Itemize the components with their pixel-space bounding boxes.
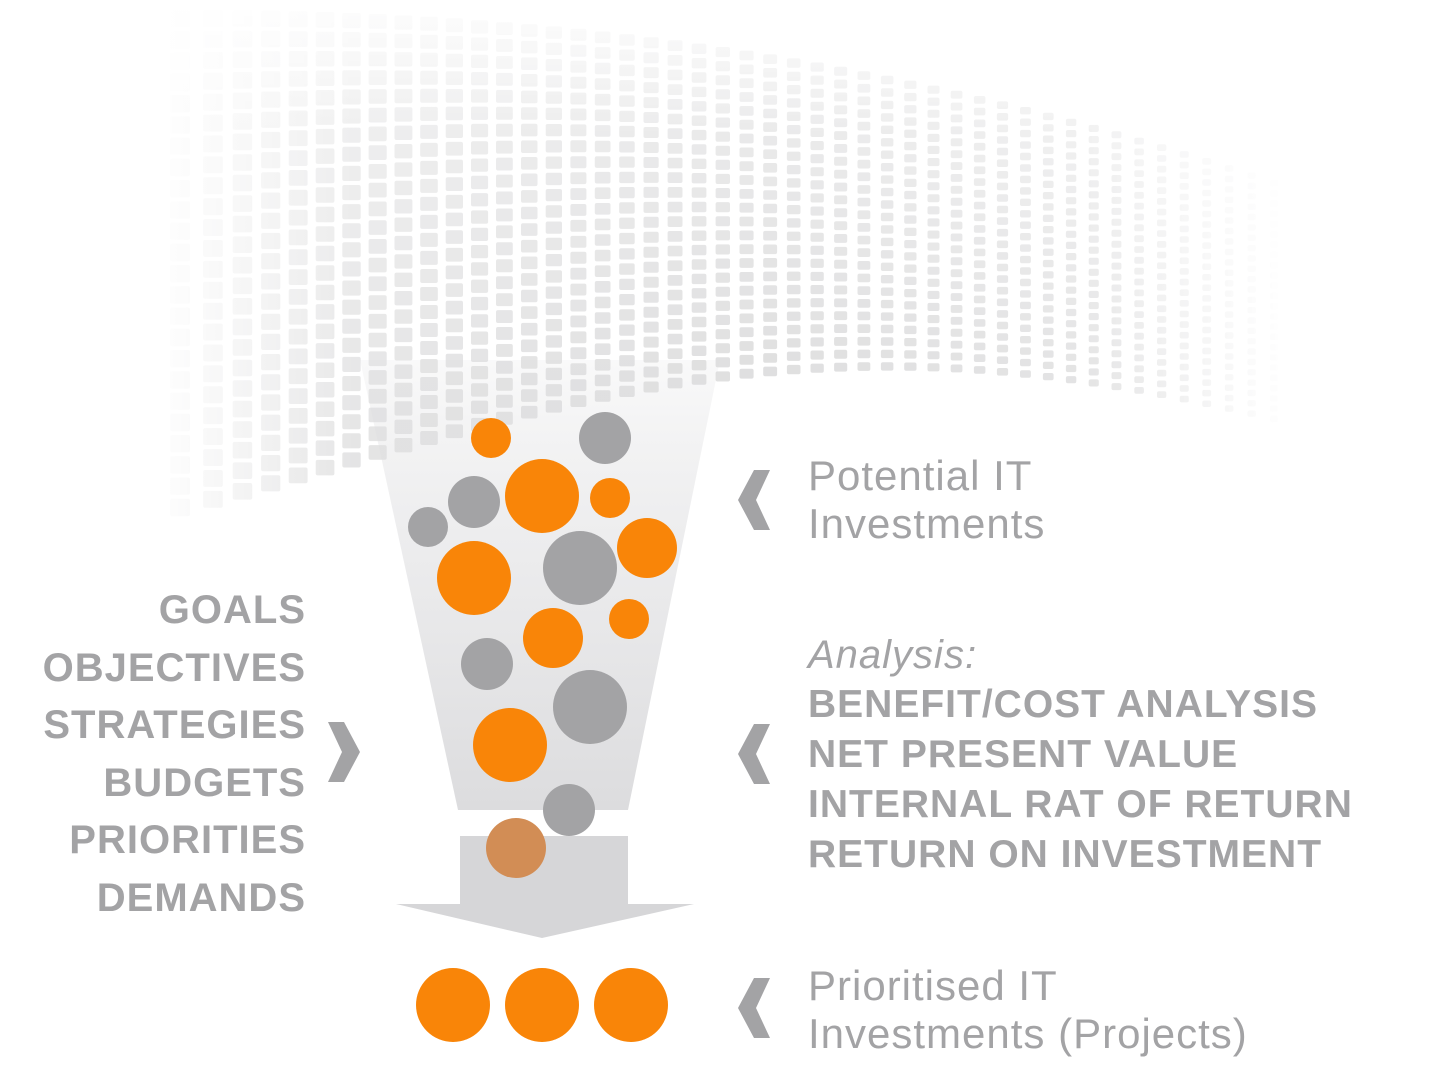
bubble-passing-arrow: [486, 818, 546, 878]
investment-bubble: [408, 507, 448, 547]
investment-bubble: [553, 670, 627, 744]
strategic-factors-list: GOALS OBJECTIVES STRATEGIES BUDGETS PRIO…: [43, 582, 306, 927]
investment-bubble: [505, 459, 579, 533]
potential-line-1: Potential IT: [808, 452, 1033, 499]
factor-objectives: OBJECTIVES: [42, 645, 306, 690]
factor-priorities: PRIORITIES: [69, 818, 306, 862]
investment-bubble: [543, 531, 617, 605]
prioritised-project-2: [505, 968, 579, 1042]
funnel-body: [360, 360, 720, 810]
prioritised-project-3: [594, 968, 668, 1042]
investment-bubble: [471, 418, 511, 458]
investment-bubble: [590, 478, 630, 518]
arrow-icon-analysis: [738, 724, 770, 784]
prioritised-projects: [416, 968, 668, 1042]
investment-bubble: [448, 476, 500, 528]
investment-bubble: [579, 412, 631, 464]
analysis-heading: Analysis:: [808, 633, 978, 677]
method-npv: NET PRESENT VALUE: [808, 733, 1239, 776]
investment-bubble: [461, 638, 513, 690]
prioritised-project-1: [416, 968, 490, 1042]
factor-goals: GOALS: [158, 588, 306, 632]
investment-bubble: [437, 541, 511, 615]
factor-strategies: STRATEGIES: [43, 703, 306, 747]
arrow-icon-factors: [328, 722, 360, 782]
investment-bubble: [543, 784, 595, 836]
method-roi: RETURN ON INVESTMENT: [808, 833, 1323, 876]
factor-demands: DEMANDS: [96, 875, 306, 920]
investment-bubbles: [408, 412, 677, 878]
grid-fade-vertical: [150, 0, 1290, 540]
potential-investments-label: Potential IT Investments: [808, 452, 1045, 548]
factor-budgets: BUDGETS: [103, 760, 306, 805]
method-irr: INTERNAL RAT OF RETURN: [808, 783, 1353, 826]
investment-bubble: [523, 608, 583, 668]
potential-line-2: Investments: [808, 500, 1046, 547]
investment-bubble: [609, 599, 649, 639]
investment-bubble: [473, 708, 547, 782]
method-benefit-cost: BENEFIT/COST ANALYSIS: [808, 683, 1319, 726]
arrow-icon-result: [738, 978, 770, 1038]
analysis-methods: Analysis: BENEFIT/COST ANALYSIS NET PRES…: [808, 630, 1353, 880]
arrow-icon-potential: [738, 470, 770, 530]
output-arrow: [396, 836, 694, 938]
prioritised-investments-label: Prioritised IT Investments (Projects): [808, 962, 1248, 1058]
result-line-1: Prioritised IT: [808, 962, 1058, 1009]
investment-bubble: [617, 518, 677, 578]
result-line-2: Investments (Projects): [808, 1010, 1248, 1057]
